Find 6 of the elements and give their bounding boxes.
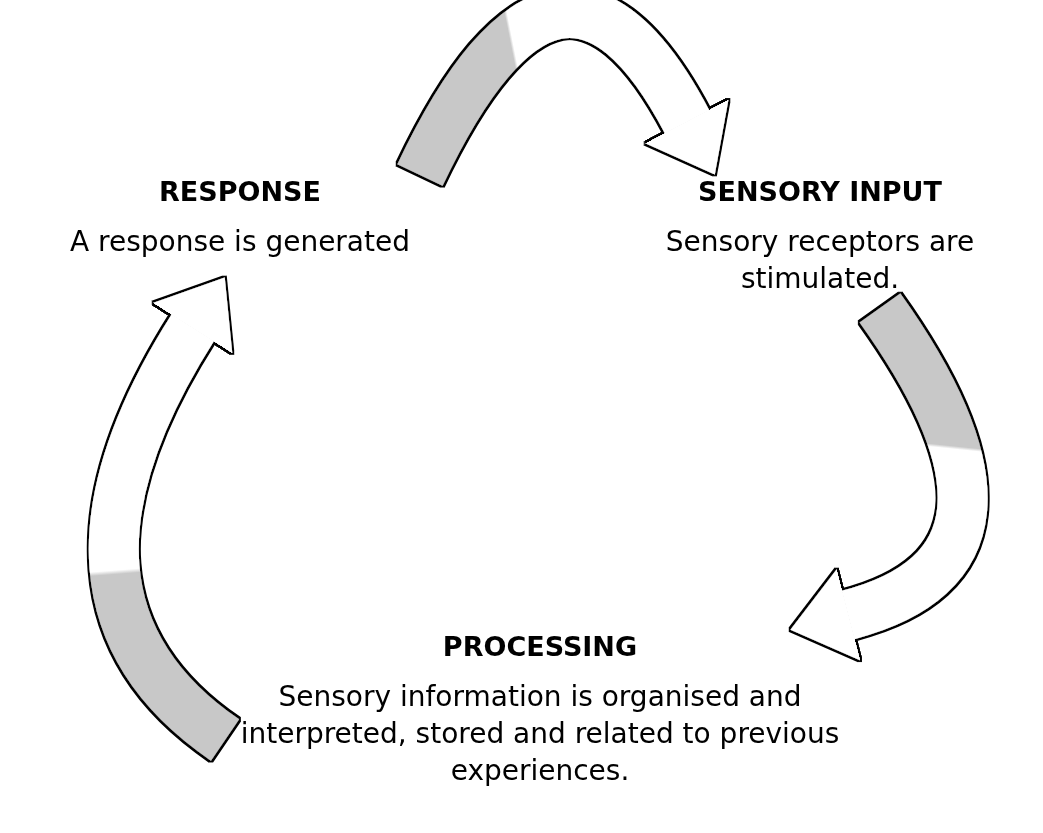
stage-description: A response is generated <box>69 224 411 260</box>
stage-heading: PROCESSING <box>442 630 638 664</box>
stage-heading: SENSORY INPUT <box>698 175 942 209</box>
stage-description: Sensory receptors are stimulated. <box>664 224 976 297</box>
stage-description: Sensory information is organised and interpreted, stored and related to previous experiences. <box>239 679 841 789</box>
stage-heading: RESPONSE <box>159 175 321 209</box>
